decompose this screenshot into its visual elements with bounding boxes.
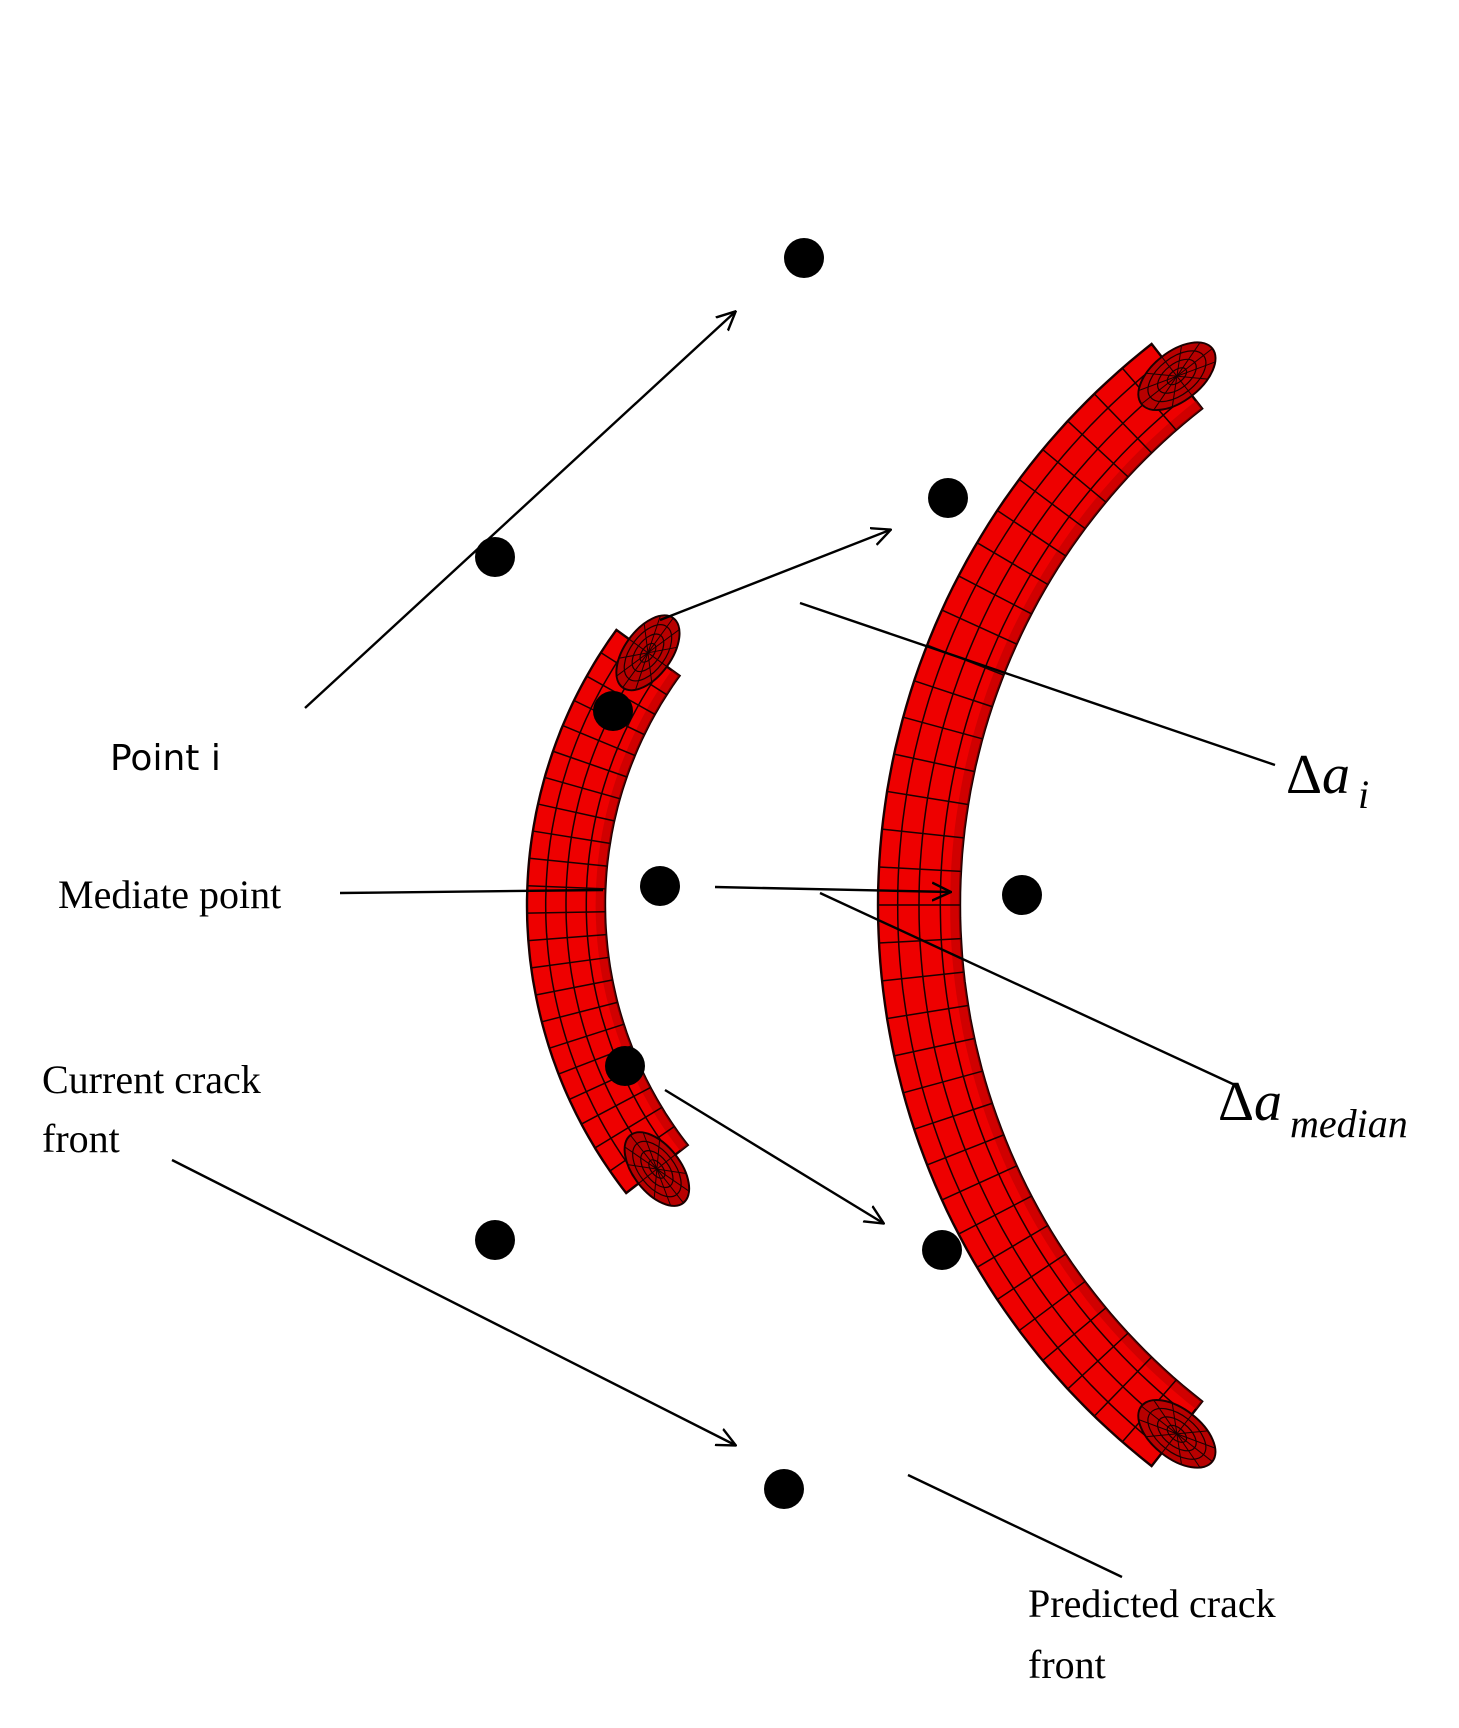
node-point bbox=[475, 1220, 515, 1260]
predicted-crack-front-mesh bbox=[876, 341, 1217, 1469]
predicted-crack-front-mesh-radial-line bbox=[1018, 1280, 1086, 1332]
predicted-crack-front-mesh-radial-line bbox=[1067, 420, 1129, 478]
delta-a-i-main: Δa bbox=[1286, 744, 1350, 806]
mediate-point-leader bbox=[339, 888, 604, 895]
current-crack-front-mesh-radial-line bbox=[529, 857, 608, 867]
delta-a-i-leader bbox=[799, 601, 1276, 767]
predicted-crack-front-mesh-radial-line bbox=[976, 1224, 1049, 1268]
predicted-crack-front-mesh-radial-line bbox=[1093, 1356, 1152, 1417]
current-crack-front-mesh-cap-spoke bbox=[624, 1146, 690, 1192]
node-point bbox=[784, 238, 824, 278]
predicted-crack-front-mesh-radial-line bbox=[886, 1004, 969, 1020]
node-point bbox=[928, 478, 968, 518]
predicted-crack-front-mesh-radial-line bbox=[913, 1102, 993, 1130]
predicted-crack-front-mesh-radial-line bbox=[996, 509, 1066, 557]
current-crack-front-mesh-radial-line bbox=[537, 803, 615, 822]
current-crack-front-mesh bbox=[525, 614, 691, 1207]
delta-a-i-delta: Δ bbox=[1286, 744, 1322, 806]
current-crack-front-mesh-radial-line bbox=[562, 724, 636, 757]
predicted-crack-front-mesh-radial-line bbox=[996, 1253, 1066, 1301]
predicted-crack-front-mesh-radial-line bbox=[913, 680, 993, 708]
median-displacement-arrow bbox=[714, 887, 950, 892]
delta-a-median-delta: Δ bbox=[1218, 1071, 1254, 1133]
predicted-crack-front-mesh-radial-line bbox=[1042, 449, 1107, 503]
current-crack-front-mesh-radial-line bbox=[552, 750, 627, 778]
predicted-crack-front-mesh-cap-spoke bbox=[1153, 342, 1201, 411]
delta-a-i-a: a bbox=[1322, 744, 1350, 806]
current-crack-front-mesh-inner-shade bbox=[595, 670, 688, 1151]
predicted-front-leader bbox=[907, 1473, 1123, 1579]
predicted-crack-front-mesh-radial-line bbox=[878, 866, 961, 873]
predicted-crack-front-mesh-radial-line bbox=[894, 1037, 975, 1057]
labels: Point i Mediate point Δa i Δa median Cur… bbox=[42, 738, 1408, 1687]
predicted-crack-front-mesh-radial-line bbox=[926, 1134, 1004, 1166]
predicted-crack-front-mesh-radial-line bbox=[903, 716, 983, 740]
predicted-crack-front-mesh-radial-line bbox=[941, 609, 1017, 645]
current-crack-front-mesh-radial-line bbox=[541, 1001, 618, 1023]
node-point bbox=[605, 1046, 645, 1086]
label-delta-a-median: Δa median bbox=[1218, 1071, 1408, 1146]
current-crack-front-mesh-radial-line bbox=[549, 1023, 624, 1049]
predicted-crack-front-mesh-radial-line bbox=[878, 937, 961, 944]
label-current-crack-front-line2: front bbox=[42, 1116, 120, 1161]
label-predicted-crack-front-line2: front bbox=[1028, 1642, 1106, 1687]
mesh-layer bbox=[525, 341, 1217, 1469]
delta-a-median-leader bbox=[819, 891, 1236, 1087]
node-points bbox=[475, 238, 1042, 1509]
label-predicted-crack-front-line1: Predicted crack bbox=[1028, 1581, 1276, 1626]
predicted-crack-front-mesh-radial-line bbox=[941, 1165, 1017, 1201]
predicted-crack-front-mesh-radial-line bbox=[1067, 1332, 1129, 1390]
current-crack-front-mesh-radial-line bbox=[544, 776, 620, 800]
label-current-crack-front-line1: Current crack bbox=[42, 1057, 261, 1102]
predicted-crack-front-mesh-end-cap bbox=[1137, 341, 1217, 412]
label-delta-a-i: Δa i bbox=[1286, 744, 1369, 817]
upper-displacement-arrow bbox=[659, 530, 890, 622]
predicted-crack-front-mesh-radial-line bbox=[881, 828, 964, 839]
predicted-crack-front-mesh-end-cap bbox=[1137, 1399, 1217, 1469]
delta-a-median-main: Δa bbox=[1218, 1071, 1282, 1133]
current-crack-front-mesh-radial-line bbox=[594, 1106, 663, 1149]
predicted-crack-front-mesh-radial-line bbox=[976, 542, 1049, 586]
predicted-crack-front-mesh-radial-line bbox=[894, 753, 975, 773]
predicted-crack-front-mesh-radial-line bbox=[881, 971, 964, 982]
node-point bbox=[1002, 875, 1042, 915]
label-mediate-point: Mediate point bbox=[58, 872, 281, 917]
current-crack-front-mesh-radial-line bbox=[535, 979, 613, 996]
current-crack-front-mesh-end-cap bbox=[615, 614, 681, 692]
node-point bbox=[764, 1469, 804, 1509]
annotation-lines bbox=[171, 312, 1276, 1579]
predicted-crack-front-mesh-radial-line bbox=[1093, 393, 1152, 454]
predicted-crack-front-mesh-radial-line bbox=[1042, 1307, 1107, 1361]
predicted-crack-front-mesh-radial-line bbox=[1018, 478, 1086, 530]
delta-a-median-a: a bbox=[1254, 1071, 1282, 1133]
predicted-crack-front-mesh-cap-spoke bbox=[1138, 1419, 1216, 1449]
delta-a-i-subscript: i bbox=[1358, 772, 1369, 817]
current-crack-front-mesh-cap-spoke bbox=[635, 615, 661, 690]
node-point bbox=[922, 1230, 962, 1270]
node-point bbox=[640, 866, 680, 906]
current-crack-front-mesh-radial-line bbox=[527, 884, 606, 890]
current-crack-front-mesh-end-cap bbox=[623, 1131, 691, 1207]
predicted-crack-front-mesh-radial-line bbox=[958, 575, 1032, 615]
predicted-crack-front-mesh-radial-line bbox=[886, 790, 969, 806]
current-crack-front-mesh-radial-line bbox=[528, 933, 607, 942]
current-front-arrow bbox=[171, 1158, 735, 1445]
node-point bbox=[593, 691, 633, 731]
current-crack-front-mesh-radial-line bbox=[531, 956, 609, 969]
lower-displacement-arrow bbox=[664, 1088, 883, 1223]
delta-a-median-subscript: median bbox=[1290, 1101, 1408, 1146]
current-crack-front-mesh-radial-line bbox=[527, 911, 606, 914]
label-point-i: Point i bbox=[110, 738, 221, 779]
current-crack-front-mesh-radial-line bbox=[532, 830, 611, 845]
node-point bbox=[475, 537, 515, 577]
point-i-arrow bbox=[304, 312, 735, 709]
current-crack-front-mesh-radial-line bbox=[581, 1086, 651, 1125]
predicted-crack-front-mesh-radial-line bbox=[903, 1070, 983, 1094]
predicted-crack-front-mesh-radial-line bbox=[958, 1195, 1032, 1235]
